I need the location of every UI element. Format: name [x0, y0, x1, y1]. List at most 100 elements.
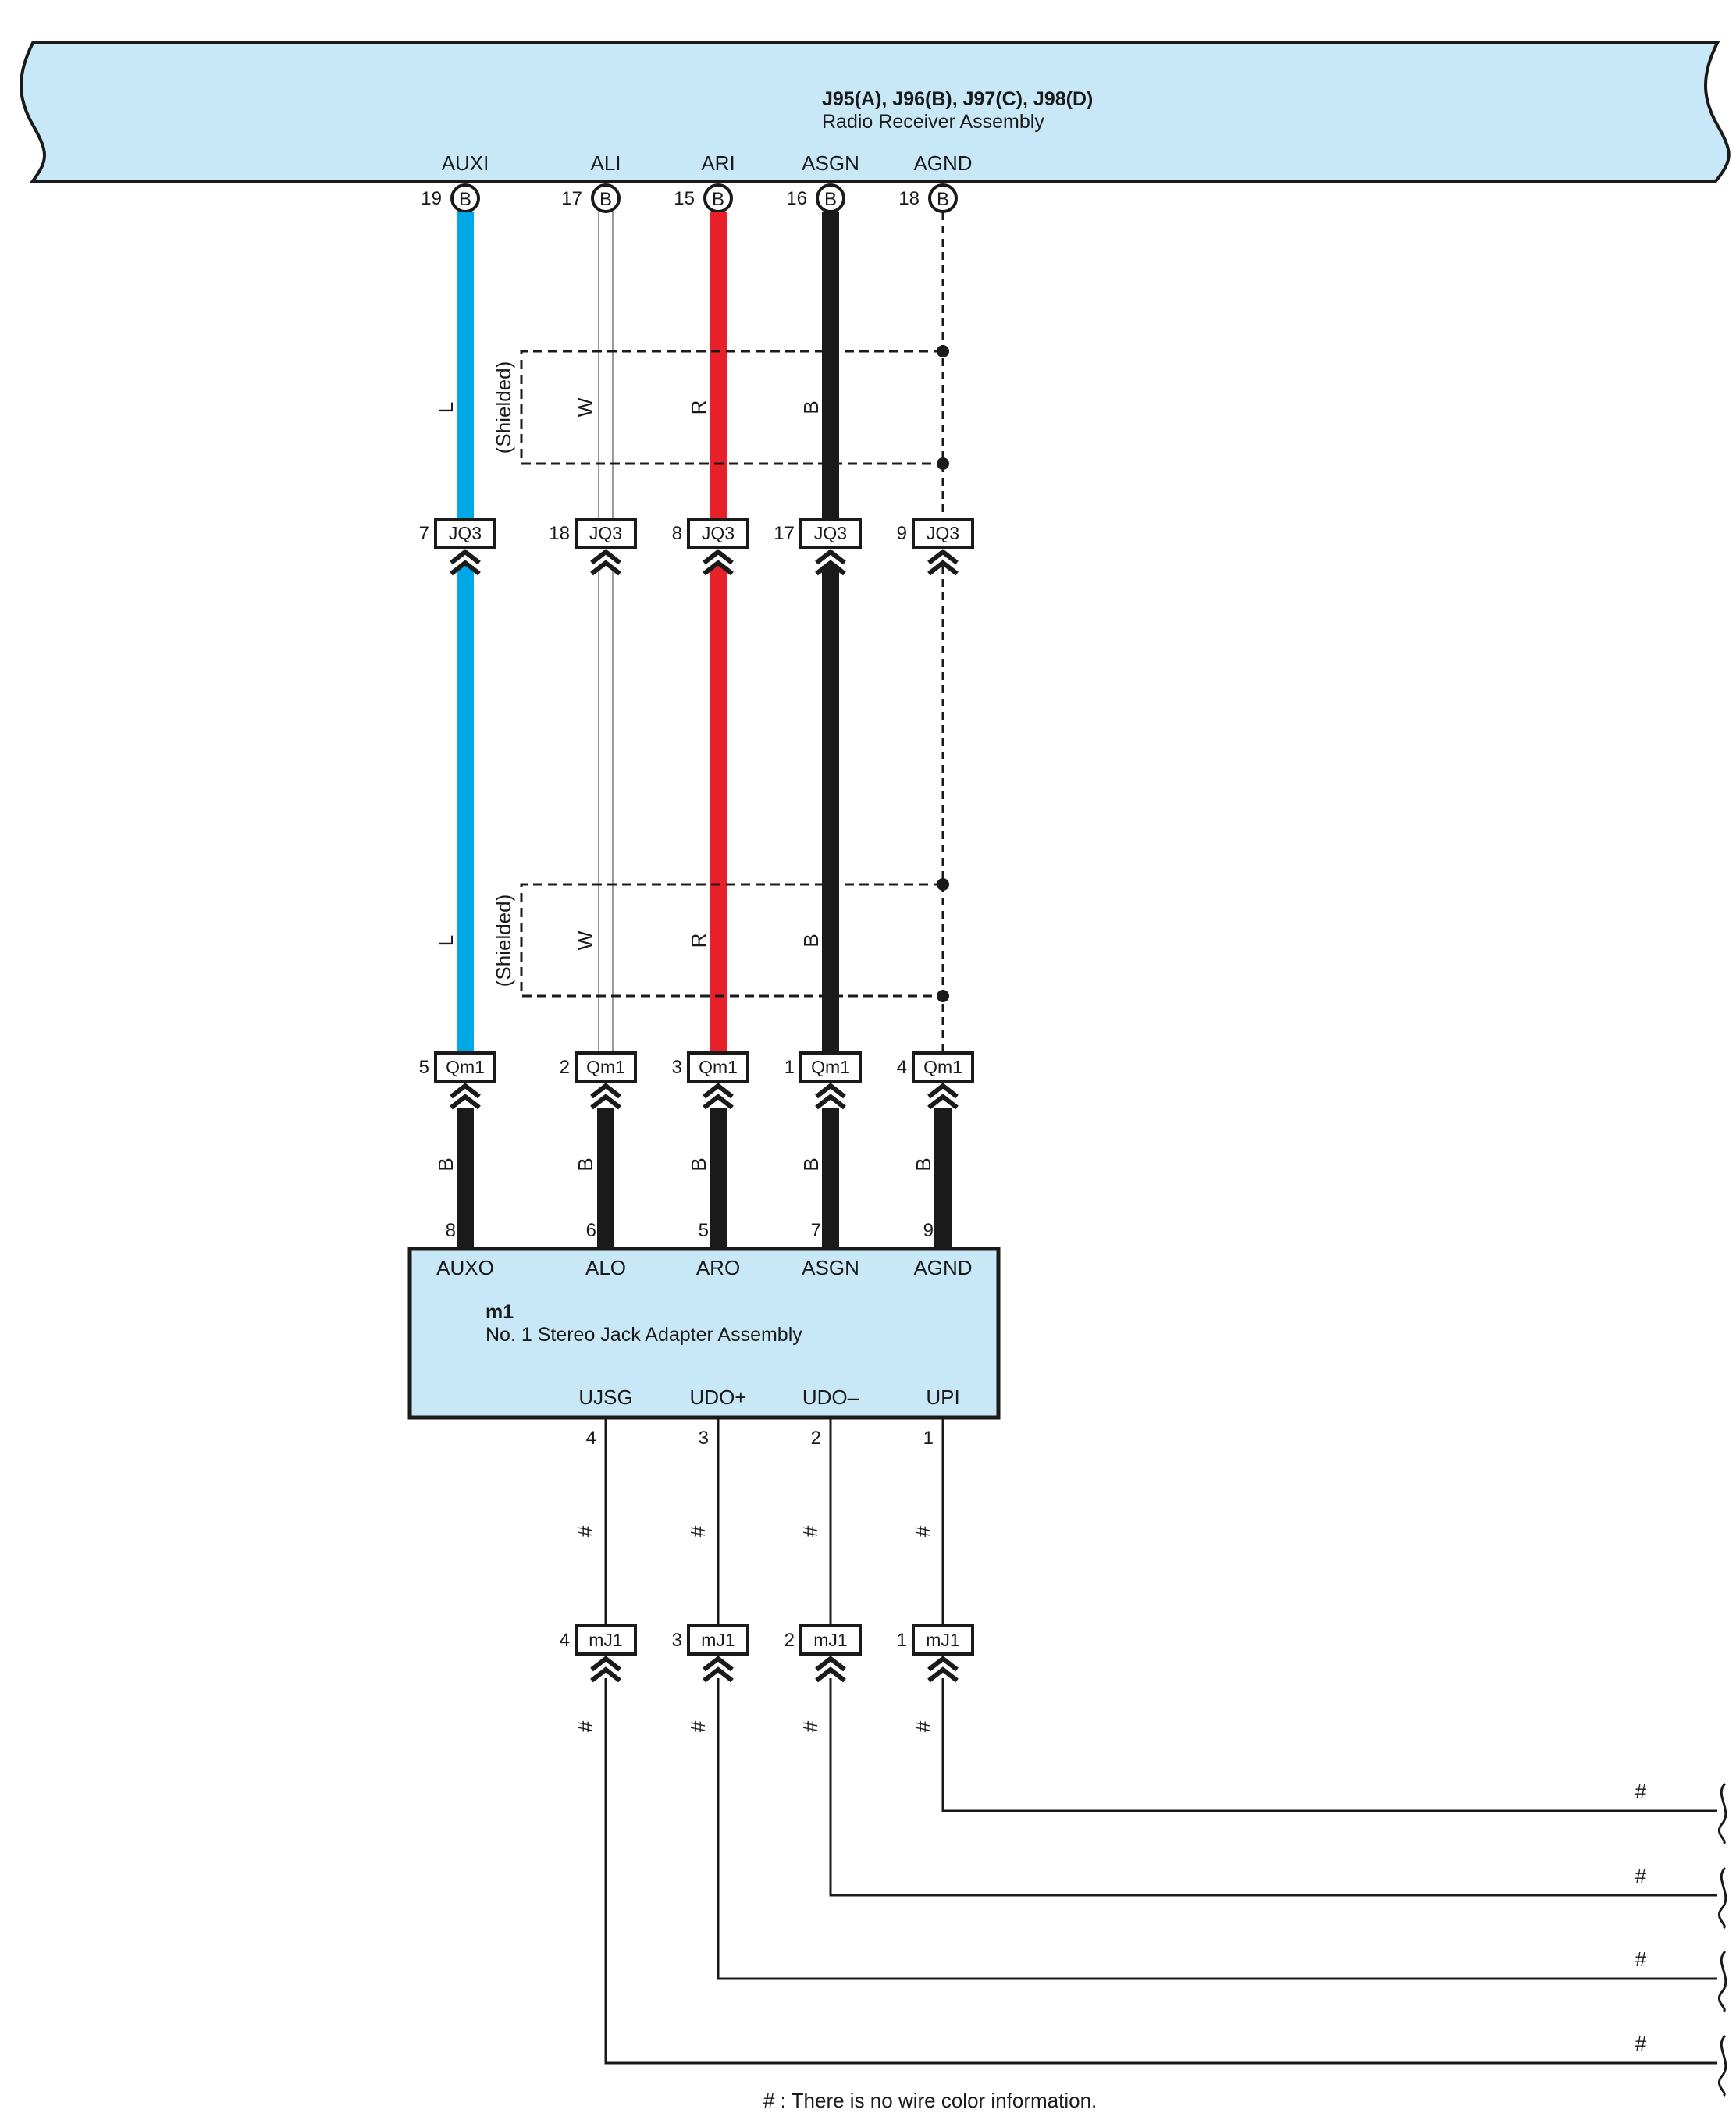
connector-jq3: 18 JQ3: [549, 518, 637, 574]
wire-color-label-l: L: [434, 402, 457, 413]
pin-number: 4: [560, 1630, 570, 1651]
pin-number: 1: [897, 1630, 907, 1651]
shield-lower: (Shielded) L W R B: [434, 878, 949, 1002]
terminal-label: ARO: [696, 1256, 740, 1279]
terminal-label: ARI: [701, 151, 735, 175]
connector-name: JQ3: [589, 523, 622, 543]
pin-number: 15: [674, 188, 695, 209]
no-color-mark: #: [799, 1720, 822, 1732]
connector-code-circle: [703, 183, 733, 213]
shielded-label: (Shielded): [492, 895, 515, 987]
pin-number: 3: [672, 1630, 682, 1651]
pin-number: 1: [923, 1428, 934, 1449]
no-color-mark: #: [1635, 1947, 1647, 1971]
connector-name: Qm1: [586, 1057, 625, 1077]
shielded-label: (Shielded): [492, 361, 515, 454]
connector-jq3: 8 JQ3: [672, 518, 749, 574]
connector-name: JQ3: [814, 523, 847, 543]
terminal-label: AGND: [913, 151, 972, 175]
wire-color-label-b: B: [574, 1158, 597, 1171]
receiver-name: Radio Receiver Assembly: [822, 111, 1044, 133]
wire-color-label-b: B: [912, 1158, 935, 1171]
connector-name: JQ3: [927, 523, 959, 543]
terminal-label: UJSG: [578, 1385, 632, 1409]
no-color-mark: #: [1635, 1864, 1647, 1887]
pin-number: 16: [786, 188, 807, 209]
connector-name: mJ1: [813, 1630, 847, 1650]
connector-row-mj1: 4 mJ1 3 mJ1 2 mJ1 1 mJ1: [560, 1624, 974, 1681]
no-color-mark: #: [574, 1525, 597, 1537]
connector-row-qm1: 5 Qm1 2 Qm1 3 Qm1 1 Qm1 4 Qm1: [419, 1051, 974, 1108]
receiver-terminal: ASGN 16 B: [786, 151, 859, 213]
pin-number: 18: [549, 523, 570, 544]
terminal-label: ASGN: [802, 151, 859, 175]
connector-qm1: 2 Qm1: [560, 1051, 637, 1108]
pin-number: 7: [419, 523, 429, 544]
wire-color-label-r: R: [687, 400, 710, 415]
pin-number: 3: [672, 1057, 682, 1078]
connector-name: Qm1: [699, 1057, 738, 1077]
pin-number: 1: [784, 1057, 795, 1078]
connector-code-circle: [591, 183, 621, 213]
connector-qm1: 3 Qm1: [672, 1051, 749, 1108]
radio-receiver-assembly-body: [20, 41, 1731, 183]
connector-mj1: 4 mJ1: [560, 1624, 637, 1681]
pin-number: 3: [699, 1428, 709, 1449]
no-color-mark: #: [911, 1720, 934, 1732]
terminal-label: AUXI: [442, 151, 489, 175]
pin-number: 8: [446, 1220, 456, 1241]
upper-wires: [457, 212, 944, 1053]
connector-code: B: [824, 189, 837, 210]
connector-mj1: 1 mJ1: [897, 1624, 974, 1681]
shield-upper: (Shielded) L W R B: [434, 345, 949, 470]
connector-jq3: 17 JQ3: [774, 518, 862, 574]
wire-break-mark: [1718, 1782, 1727, 1845]
connector-name: Qm1: [811, 1057, 850, 1077]
adapter-name: No. 1 Stereo Jack Adapter Assembly: [486, 1324, 802, 1346]
wire-color-label-w: W: [574, 930, 597, 950]
pin-number: 4: [897, 1057, 907, 1078]
receiver-terminals: AUXI 19 B ALI 17 B ARI 15 B ASGN 16 B AG…: [421, 151, 973, 213]
connector-code: B: [599, 189, 612, 210]
pin-number: 4: [586, 1428, 596, 1449]
connector-jq3: 9 JQ3: [897, 518, 974, 574]
terminal-label: ALI: [590, 151, 621, 175]
footnote: # : There is no wire color information.: [763, 2089, 1097, 2112]
wire-color-label-b: B: [434, 1158, 457, 1171]
pin-number: 2: [784, 1630, 795, 1651]
terminal-label: UDO–: [802, 1385, 859, 1409]
wire-color-label-b: B: [799, 400, 823, 414]
lower-wires: 4 3 2 1 # # # #: [574, 1417, 944, 1626]
terminal-label: AUXO: [436, 1256, 494, 1279]
pin-number: 8: [672, 523, 682, 544]
connector-qm1: 1 Qm1: [784, 1051, 862, 1108]
pin-number: 19: [421, 188, 442, 209]
connector-name: JQ3: [702, 523, 735, 543]
terminal-label: ASGN: [802, 1256, 859, 1279]
connector-name: mJ1: [589, 1630, 622, 1650]
pin-number: 5: [419, 1057, 429, 1078]
no-color-mark: #: [686, 1525, 710, 1537]
receiver-codes: J95(A), J96(B), J97(C), J98(D): [822, 88, 1093, 110]
terminal-label: ALO: [585, 1256, 626, 1279]
wire-color-label-b: B: [799, 1158, 823, 1171]
wire-color-label-l: L: [434, 935, 457, 946]
no-color-mark: #: [574, 1720, 597, 1732]
pin-number: 2: [811, 1428, 821, 1449]
pin-number: 5: [699, 1220, 709, 1241]
connector-mj1: 2 mJ1: [784, 1624, 862, 1681]
no-color-mark: #: [1635, 2032, 1647, 2055]
connector-code: B: [712, 189, 724, 210]
wire-break-mark: [1718, 2034, 1727, 2097]
connector-code-circle: [450, 183, 480, 213]
wire-color-label-w: W: [574, 397, 597, 417]
adapter-input-wires: B B B B B: [434, 1108, 952, 1249]
connector-mj1: 3 mJ1: [672, 1624, 749, 1681]
connector-qm1: 5 Qm1: [419, 1051, 496, 1108]
connector-code-circle: [816, 183, 845, 213]
connector-row-jq3: 7 JQ3 18 JQ3 8 JQ3 17 JQ3 9 JQ3: [419, 518, 974, 574]
connector-jq3: 7 JQ3: [419, 518, 496, 574]
connector-name: Qm1: [446, 1057, 485, 1077]
wire-break-mark: [1718, 1950, 1727, 2013]
connector-name: Qm1: [923, 1057, 962, 1077]
